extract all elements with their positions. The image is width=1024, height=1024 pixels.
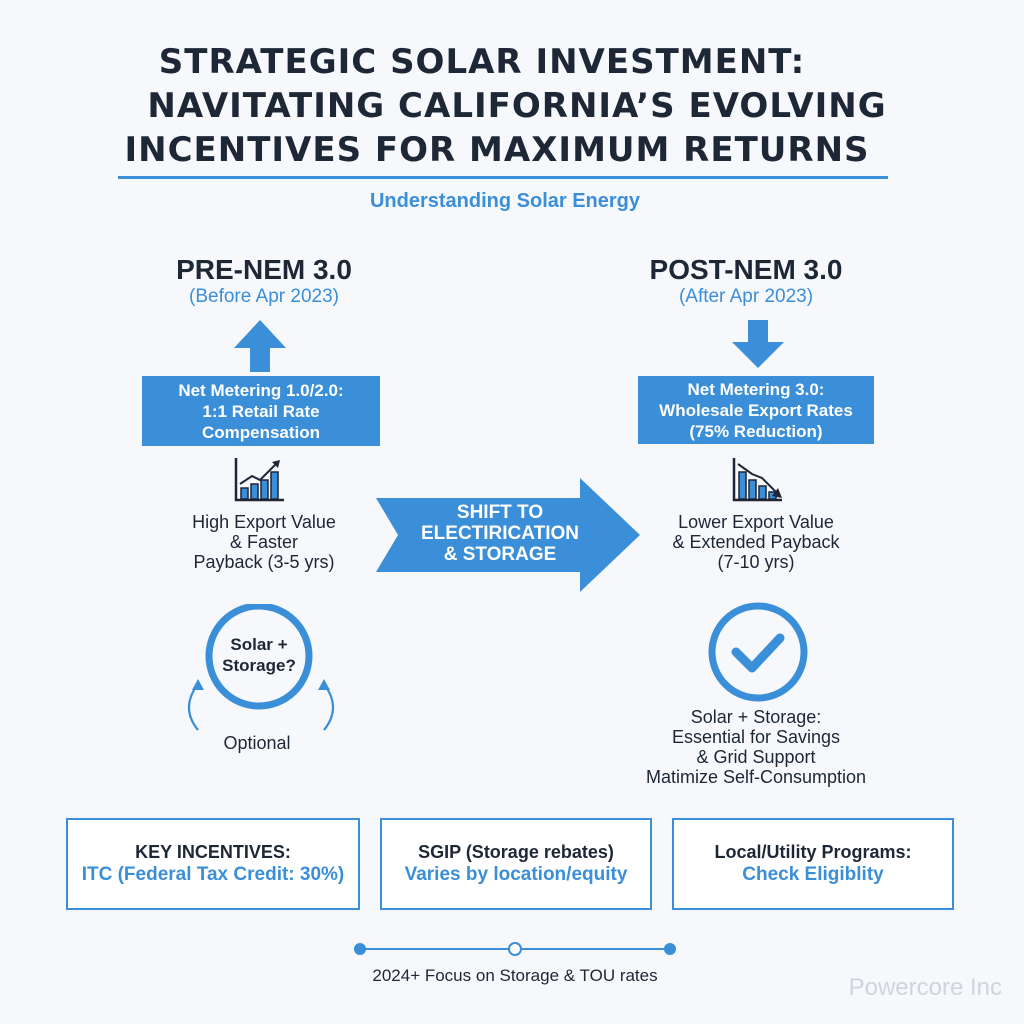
title-line-2: NAVITATING CALIFORNIA’S EVOLVING: [147, 86, 887, 126]
post-storage-caption: Solar + Storage: Essential for Savings &…: [606, 707, 906, 787]
arrow-up-icon: [234, 320, 286, 372]
shift-line-2: ELECTIRICATION: [421, 523, 579, 544]
post-box-line-3: (75% Reduction): [689, 421, 823, 441]
optional-cycle-icon: [187, 604, 335, 731]
card-local-title: Local/Utility Programs:: [714, 842, 912, 862]
shift-label: SHIFT TO ELECTIRICATION & STORAGE: [390, 502, 610, 565]
chart-up-icon: [234, 458, 284, 502]
card-sgip-title: SGIP (Storage rebates): [418, 842, 614, 862]
post-box-line-1: Net Metering 3.0:: [687, 379, 825, 399]
post-nem-heading: POST-NEM 3.0: [649, 254, 843, 285]
post-caption-line-3: & Grid Support: [696, 747, 816, 767]
post-value-line-3: (7-10 yrs): [717, 552, 795, 572]
incentive-card-local: Local/Utility Programs: Check Eligiblity: [672, 818, 954, 910]
pre-value-line-1: High Export Value: [192, 512, 336, 532]
pre-circle-line-2: Storage?: [222, 656, 296, 675]
checkmark-circle-icon: [708, 602, 808, 702]
post-nem-date: (After Apr 2023): [678, 286, 814, 307]
post-box-line-2: Wholesale Export Rates: [659, 400, 853, 420]
shift-line-1: SHIFT TO: [456, 502, 544, 523]
post-value-line-1: Lower Export Value: [678, 512, 834, 532]
card-sgip-detail: Varies by location/equity: [404, 864, 628, 885]
card-local-detail: Check Eligiblity: [742, 864, 884, 885]
pre-nem-heading: PRE-NEM 3.0: [176, 254, 352, 285]
optional-label: Optional: [223, 733, 291, 753]
pre-value-line-2: & Faster: [229, 532, 299, 552]
post-nem-box: Net Metering 3.0: Wholesale Export Rates…: [638, 376, 874, 444]
pre-box-line-2: 1:1 Retail Rate: [202, 401, 320, 421]
pre-circle-label: Solar + Storage?: [209, 634, 309, 676]
subtitle: Understanding Solar Energy: [369, 190, 641, 212]
pre-box-line-3: Compensation: [201, 422, 321, 442]
card-itc-detail: ITC (Federal Tax Credit: 30%): [81, 864, 345, 885]
post-value-line-2: & Extended Payback: [672, 532, 840, 552]
incentive-card-itc: KEY INCENTIVES: ITC (Federal Tax Credit:…: [66, 818, 360, 910]
timeline-caption: 2024+ Focus on Storage & TOU rates: [372, 966, 658, 985]
pre-nem-date: (Before Apr 2023): [189, 286, 339, 307]
shift-line-3: & STORAGE: [443, 544, 557, 565]
post-caption-line-4: Matimize Self-Consumption: [645, 767, 867, 787]
pre-value-line-3: Payback (3-5 yrs): [193, 552, 335, 572]
post-caption-line-1: Solar + Storage:: [690, 707, 822, 727]
post-caption-line-2: Essential for Savings: [671, 727, 841, 747]
card-itc-title: KEY INCENTIVES:: [135, 842, 291, 862]
title-line-1: STRATEGIC SOLAR INVESTMENT:: [158, 42, 806, 82]
pre-nem-value: High Export Value & Faster Payback (3-5 …: [114, 512, 414, 572]
pre-box-line-1: Net Metering 1.0/2.0:: [178, 380, 344, 400]
shift-arrow: [376, 478, 640, 592]
arrow-down-icon: [732, 320, 784, 368]
page-title: STRATEGIC SOLAR INVESTMENT: NAVITATING C…: [0, 40, 1024, 172]
timeline: [354, 942, 676, 956]
title-line-3: INCENTIVES FOR MAXIMUM RETURNS: [124, 130, 870, 170]
chart-down-icon: [732, 458, 782, 502]
incentive-card-sgip: SGIP (Storage rebates) Varies by locatio…: [380, 818, 652, 910]
title-divider: [118, 176, 888, 179]
pre-circle-line-1: Solar +: [230, 635, 288, 654]
post-nem-value: Lower Export Value & Extended Payback (7…: [606, 512, 906, 572]
pre-nem-box: Net Metering 1.0/2.0: 1:1 Retail Rate Co…: [142, 376, 380, 446]
watermark: Powercore Inc: [848, 974, 1002, 1001]
